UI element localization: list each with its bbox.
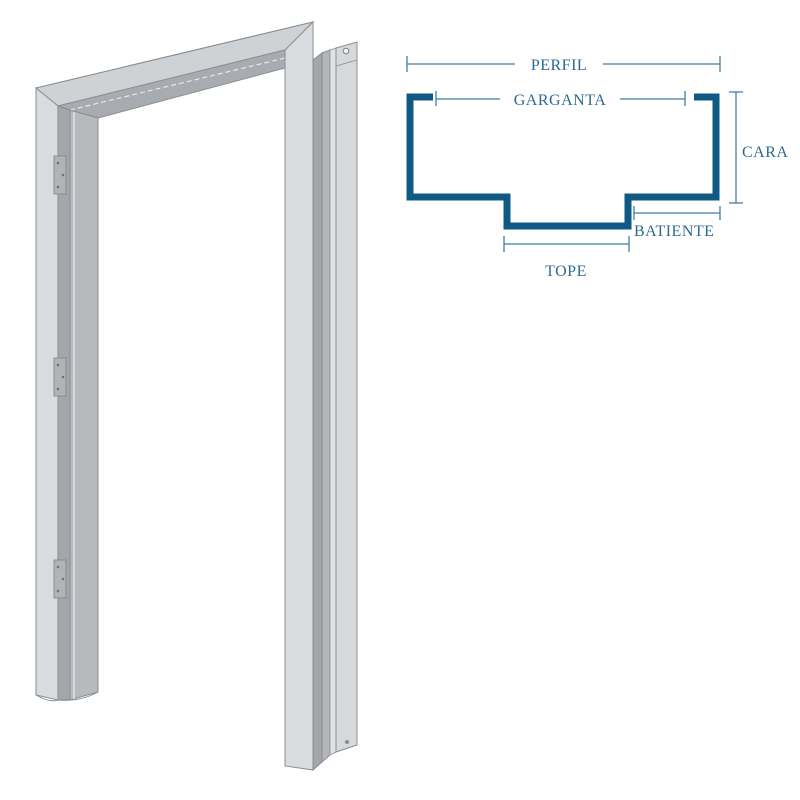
cara-dimension <box>729 91 743 204</box>
anchor-hole-top <box>342 47 350 55</box>
tope-label: TOPE <box>545 263 587 280</box>
hinge-plate-bottom <box>53 559 67 599</box>
garganta-dimension <box>435 91 686 106</box>
tope-dimension <box>503 236 630 252</box>
right-jamb-channel <box>312 51 323 772</box>
batiente-dimension <box>633 206 721 220</box>
left-jamb-channel <box>57 105 71 701</box>
garganta-label: GARGANTA <box>514 92 607 109</box>
perfil-label: PERFIL <box>531 57 587 74</box>
perfil-dimension <box>406 56 721 72</box>
hinge-plate-top <box>53 155 67 195</box>
right-jamb-face <box>284 20 314 771</box>
batiente-label: BATIENTE <box>634 223 714 240</box>
profile-shape <box>406 93 720 230</box>
frame-profile-diagram: PERFIL GARGANTA CARA BATIENTE TOPE <box>406 56 788 280</box>
cara-label: CARA <box>742 144 788 161</box>
right-jamb-back-face <box>335 41 358 753</box>
door-frame-illustration <box>34 20 358 772</box>
hinge-plate-middle <box>53 357 67 397</box>
anchor-hole-bottom <box>345 740 349 744</box>
right-jamb-stop <box>321 49 331 764</box>
